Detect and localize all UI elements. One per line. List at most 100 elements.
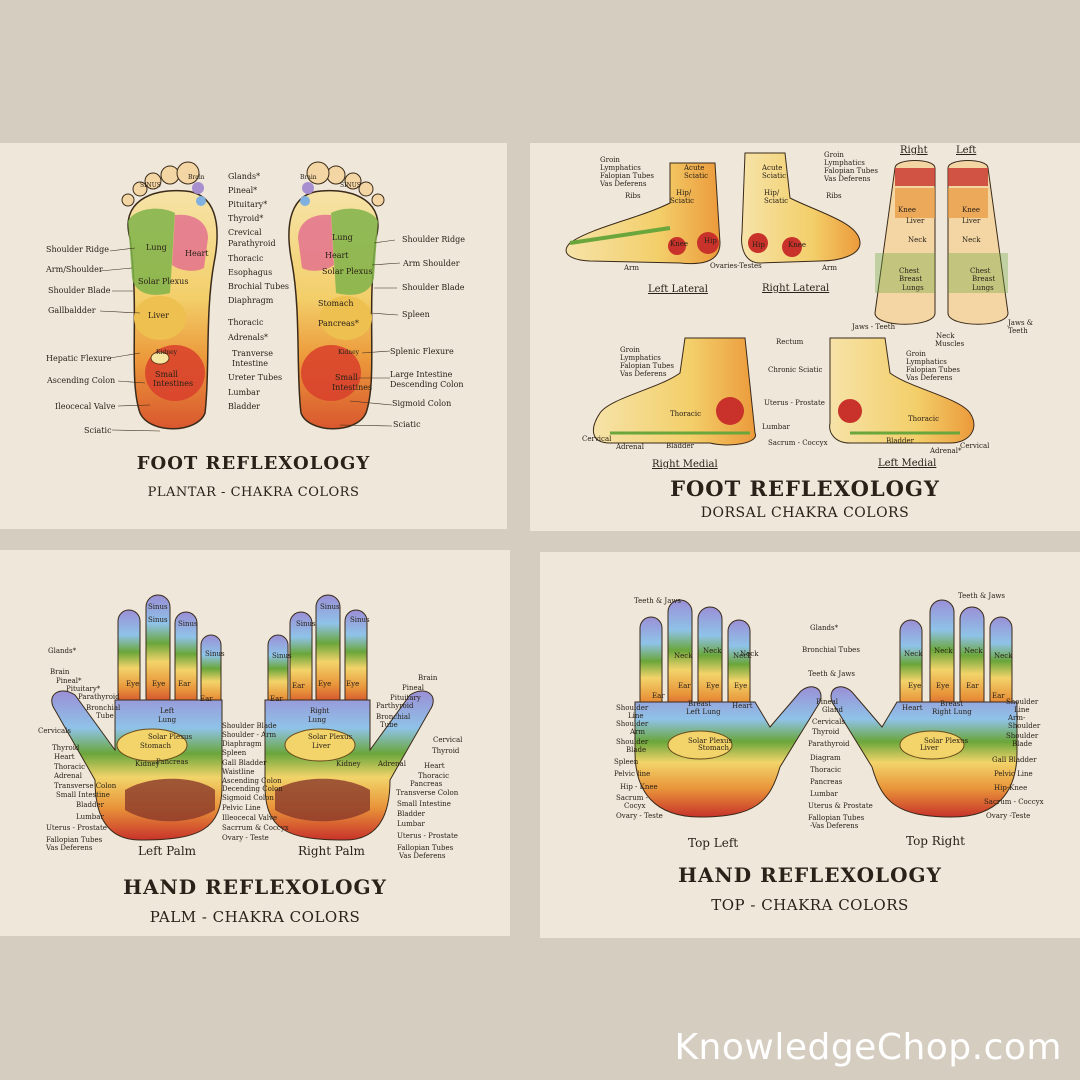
palm-center-label: Sacrrum & Coccyx	[222, 824, 289, 832]
palm-right-label: Fallopian Tubes	[397, 844, 454, 852]
left-palm-caption: Left Palm	[138, 844, 197, 858]
plantar-center-label: Lumbar	[228, 388, 260, 397]
top-left-label: Arm	[630, 728, 646, 736]
plantar-left-label: Hepatic Flexure	[46, 354, 112, 363]
palm-in-hand-label: Sinus	[272, 652, 292, 660]
dorsal-label: Falopian Tubes	[600, 172, 655, 180]
dorsal-label: Groin	[824, 151, 844, 159]
dorsal-label: Lymphatics	[824, 159, 865, 167]
plantar-in-foot-label: Small	[155, 370, 178, 379]
plantar-in-foot-label: Lung	[146, 243, 167, 252]
top-right-label: Pelvic Line	[994, 770, 1033, 778]
palm-right-label: Vas Deferens	[399, 852, 446, 860]
top-right-label: Ovary -Teste	[986, 812, 1031, 820]
dorsal-label: Rectum	[776, 338, 804, 346]
palm-in-hand-label: Sinus	[320, 603, 340, 611]
top-in-hand-label: Neck	[964, 647, 983, 655]
palm-right-label: Uterus - Prostate	[397, 832, 458, 840]
plantar-subtitle: PLANTAR - CHAKRA COLORS	[147, 485, 360, 500]
top-left-label: Pelvic line	[614, 770, 651, 778]
palm-in-hand-label: Right	[310, 707, 330, 715]
plantar-left-label: Sciatic	[84, 426, 112, 435]
palm-center-label: Ascending Colon	[222, 777, 282, 785]
top-center-label: Glands*	[810, 624, 839, 632]
plantar-title: FOOT REFLEXOLOGY	[136, 453, 371, 474]
palm-center-label: Diaphragm	[222, 740, 262, 748]
top-right-label: Shoulder	[1008, 722, 1041, 730]
dorsal-caption: Left Medial	[878, 458, 937, 469]
top-title: HAND REFLEXOLOGY	[678, 863, 942, 887]
dorsal-label: Ovaries-Testes	[710, 262, 762, 270]
dorsal-label: Jaws &	[1008, 319, 1034, 327]
dorsal-label: Lungs	[972, 284, 994, 292]
palm-in-hand-label: Sinus	[296, 620, 316, 628]
palm-left-label: Thyroid	[52, 744, 80, 752]
medial-feet	[592, 337, 975, 446]
top-right-caption: Top Right	[906, 834, 965, 848]
palm-in-hand-label: Liver	[312, 742, 331, 750]
palm-center-label: Pelvic Line	[222, 804, 261, 812]
plantar-right-label: Sigmoid Colon	[392, 399, 452, 408]
top-in-hand-label: Right Lung	[932, 708, 972, 716]
palm-left-label: Pituitary*	[66, 685, 101, 693]
dorsal-label: Groin	[906, 350, 926, 358]
dorsal-feet-illustration	[565, 152, 1009, 446]
plantar-in-foot-label: SINUS	[140, 182, 161, 189]
plantar-in-foot-label: Stomach	[318, 299, 354, 308]
palm-in-hand-label: Lung	[308, 716, 327, 724]
palm-right-label: Pancreas	[410, 780, 443, 788]
dorsal-label: Arm	[624, 264, 640, 272]
plantar-center-label: Thyroid*	[228, 214, 264, 223]
palm-in-hand-label: Lung	[158, 716, 177, 724]
top-in-hand-label: Ear	[992, 692, 1005, 700]
palm-subtitle: PALM - CHAKRA COLORS	[149, 908, 361, 926]
top-left-label: Shoulder	[616, 720, 649, 728]
palm-center-label: Waistline	[222, 768, 255, 776]
plantar-right-label: Spleen	[402, 310, 430, 319]
palm-left-label: Thoracic	[54, 763, 85, 771]
right-palm-shape	[264, 594, 434, 841]
top-left-label: Line	[628, 712, 644, 720]
panel-foot-plantar: Glands*Pineal*Pituitary*Thyroid*Crevical…	[0, 143, 507, 529]
top-hands-illustration	[634, 599, 1018, 818]
top-center-label: Thoracic	[810, 766, 841, 774]
dorsal-label: Vas Deferens	[824, 175, 871, 183]
dorsal-top-feet	[874, 160, 1009, 325]
top-left-label: Teeth & Jaws	[634, 597, 681, 605]
plantar-left-label: Ileocecal Valve	[55, 402, 116, 411]
plantar-center-label: Parathyroid	[228, 239, 276, 248]
palm-in-hand-label: Ear	[178, 680, 191, 688]
dorsal-label: Knee	[670, 240, 689, 248]
watermark: KnowledgeChop.com	[674, 1027, 1062, 1068]
palm-left-label: Tube	[96, 712, 114, 720]
palm-center-label: Shoulder Blade	[222, 722, 277, 730]
palm-left-label: Small Intestine	[56, 791, 110, 799]
palm-in-hand-label: Ear	[270, 695, 283, 703]
top-center-label: Cervicals	[812, 718, 845, 726]
palm-right-label: Thyroid	[432, 747, 460, 755]
plantar-in-foot-label: Liver	[148, 311, 169, 320]
plantar-in-foot-label: Brain	[300, 174, 317, 181]
plantar-in-foot-label: Kidney	[156, 349, 178, 356]
top-center-label: Thyroid	[812, 728, 840, 736]
top-in-hand-label: Breast	[688, 700, 712, 708]
dorsal-label: Adrenal	[616, 443, 644, 451]
top-center-label: Fallopian Tubes	[808, 814, 865, 822]
dorsal-caption: Left	[956, 145, 977, 156]
top-in-hand-label: Solar Plexus	[688, 737, 733, 745]
palm-left-label: Vas Deferens	[46, 844, 93, 852]
top-in-hand-label: Breast	[940, 700, 964, 708]
dorsal-label: Acute	[762, 164, 783, 172]
palm-right-label: Pineal	[402, 684, 425, 692]
plantar-right-label: Splenic Flexure	[390, 347, 454, 356]
top-center-label: Gland	[822, 706, 843, 714]
palm-right-label: Small Intestine	[397, 800, 451, 808]
plantar-center-label: Diaphragm	[228, 296, 274, 305]
palm-left-label: Adrenal	[54, 772, 82, 780]
top-in-hand-label: Eye	[908, 682, 922, 690]
dorsal-label: Falopian Tubes	[620, 362, 675, 370]
dorsal-label: Lungs	[902, 284, 924, 292]
dorsal-label: Sciatic	[670, 197, 695, 205]
palm-center-label: Shoulder - Arm	[222, 731, 277, 739]
